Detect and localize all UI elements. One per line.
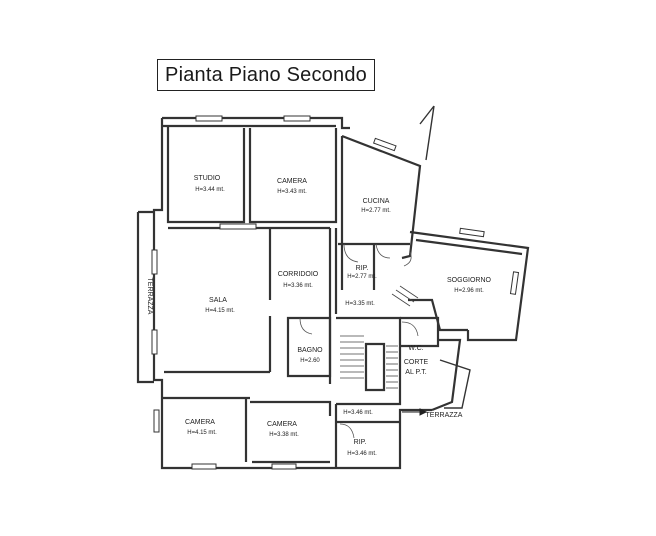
wall <box>408 298 468 332</box>
wall <box>166 126 246 224</box>
label-terrazza-right: TERRAZZA <box>426 412 463 419</box>
room-name-camera-2: CAMERA <box>185 419 215 426</box>
window <box>151 249 158 275</box>
room-name-rip-1: RIP. <box>356 265 369 272</box>
wall <box>409 230 530 342</box>
room-name-camera-3: CAMERA <box>267 421 297 428</box>
wall <box>330 408 432 470</box>
room-name-cucina: CUCINA <box>363 198 390 205</box>
wall <box>364 342 386 392</box>
door-arc <box>343 243 359 263</box>
window <box>372 137 397 152</box>
wall <box>152 118 330 470</box>
room-name-bagno: BAGNO <box>297 347 323 354</box>
door-arc <box>403 251 412 267</box>
door-arc <box>401 321 419 337</box>
room-height-landing: H=3.35 mt. <box>345 301 375 307</box>
wall <box>336 316 402 406</box>
window <box>195 115 223 122</box>
room-name-camera-1: CAMERA <box>277 178 307 185</box>
wall <box>136 210 154 384</box>
room-height-camera-3: H=3.38 mt. <box>269 432 299 438</box>
window <box>271 463 297 470</box>
stairs <box>340 285 419 389</box>
wall <box>341 134 422 260</box>
label-corte: CORTE <box>404 359 429 366</box>
room-name-soggiorno: SOGGIORNO <box>447 277 492 284</box>
plan-title: Pianta Piano Secondo <box>157 59 375 91</box>
wall <box>248 128 338 224</box>
room-height-studio: H=3.44 mt. <box>195 187 225 193</box>
room-height-landing-2: H=3.46 mt. <box>343 410 373 416</box>
room-height-corridoio: H=3.36 mt. <box>283 283 313 289</box>
door-arc <box>299 317 313 335</box>
door-arc <box>375 243 391 259</box>
wall <box>250 400 332 416</box>
wall <box>419 105 435 161</box>
window <box>219 223 257 230</box>
wall <box>162 116 350 130</box>
window <box>509 271 520 295</box>
room-name-sala: SALA <box>209 297 227 304</box>
wall <box>286 316 332 378</box>
room-name-studio: STUDIO <box>194 175 221 182</box>
label-al-pt: AL P.T. <box>405 369 426 376</box>
window <box>191 463 217 470</box>
window <box>151 329 158 355</box>
room-height-bagno: H=2.60 <box>300 358 320 364</box>
room-height-camera-1: H=3.43 mt. <box>277 189 307 195</box>
window <box>153 409 160 433</box>
room-name-corridoio: CORRIDOIO <box>278 271 319 278</box>
room-height-cucina: H=2.77 mt. <box>361 208 391 214</box>
window <box>459 227 485 238</box>
wall <box>431 338 462 412</box>
room-height-sala: H=4.15 mt. <box>205 308 235 314</box>
door-arc <box>339 423 355 439</box>
room-height-camera-2: H=4.15 mt. <box>187 430 217 436</box>
label-terrazza-left: TERRAZZA <box>146 278 153 315</box>
room-height-rip-2: H=3.46 mt. <box>347 451 377 457</box>
window <box>283 115 311 122</box>
wall <box>400 316 440 348</box>
wall <box>415 238 523 256</box>
room-name-wc: W.C. <box>408 345 423 352</box>
wall <box>439 359 471 409</box>
room-height-soggiorno: H=2.96 mt. <box>454 288 484 294</box>
room-name-rip-2: RIP. <box>354 439 367 446</box>
room-height-rip-1: H=2.77 mt. <box>347 274 377 280</box>
